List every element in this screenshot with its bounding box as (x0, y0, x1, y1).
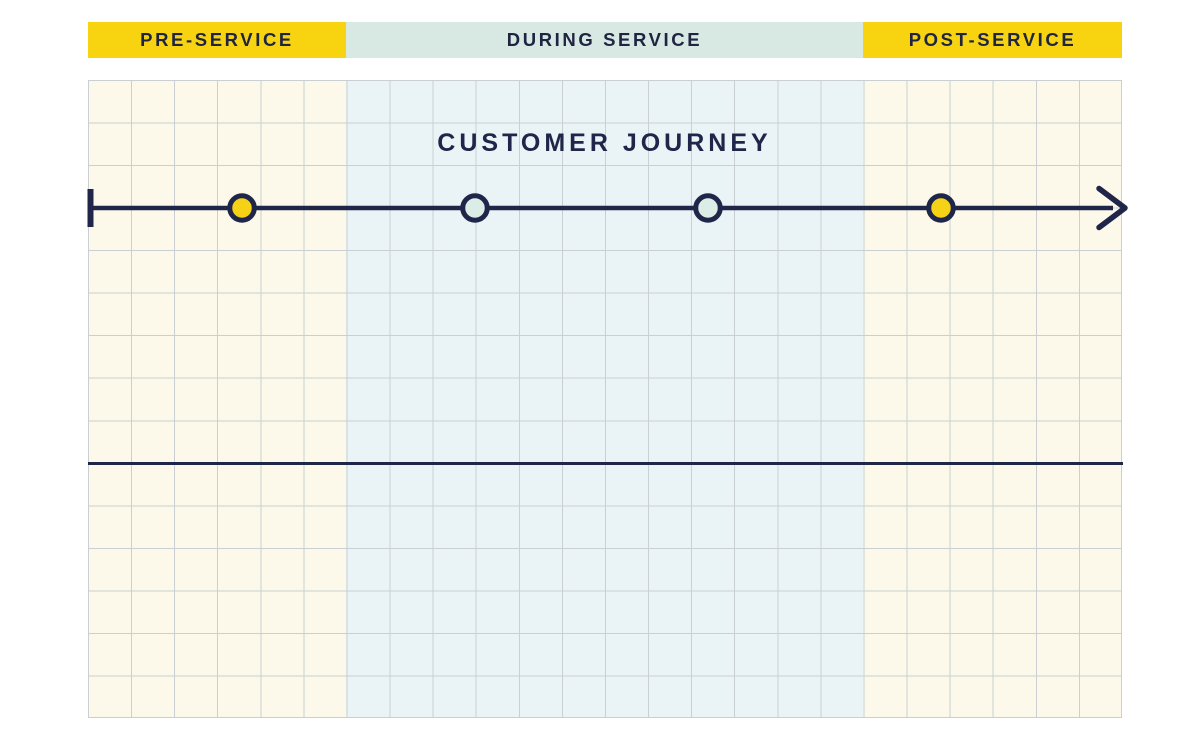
timeline-arrow-icon (1096, 185, 1128, 231)
phase-band-during-service: DURING SERVICE (346, 22, 863, 58)
phase-band-post-service: POST-SERVICE (863, 22, 1122, 58)
journey-dot-4[interactable] (926, 193, 956, 223)
baseline-divider (88, 462, 1123, 465)
journey-dot-1[interactable] (227, 193, 257, 223)
phase-band-post-service-label: POST-SERVICE (908, 29, 1077, 50)
journey-dot-2[interactable] (460, 193, 490, 223)
journey-grid (88, 80, 1122, 718)
phase-band-during-service-label: DURING SERVICE (506, 29, 703, 50)
journey-timeline (87, 185, 1128, 231)
journey-dot-3[interactable] (693, 193, 723, 223)
page-title: CUSTOMER JOURNEY (437, 129, 772, 157)
phase-band-pre-service: PRE-SERVICE (88, 22, 346, 58)
phase-band-pre-service-label: PRE-SERVICE (140, 29, 294, 50)
